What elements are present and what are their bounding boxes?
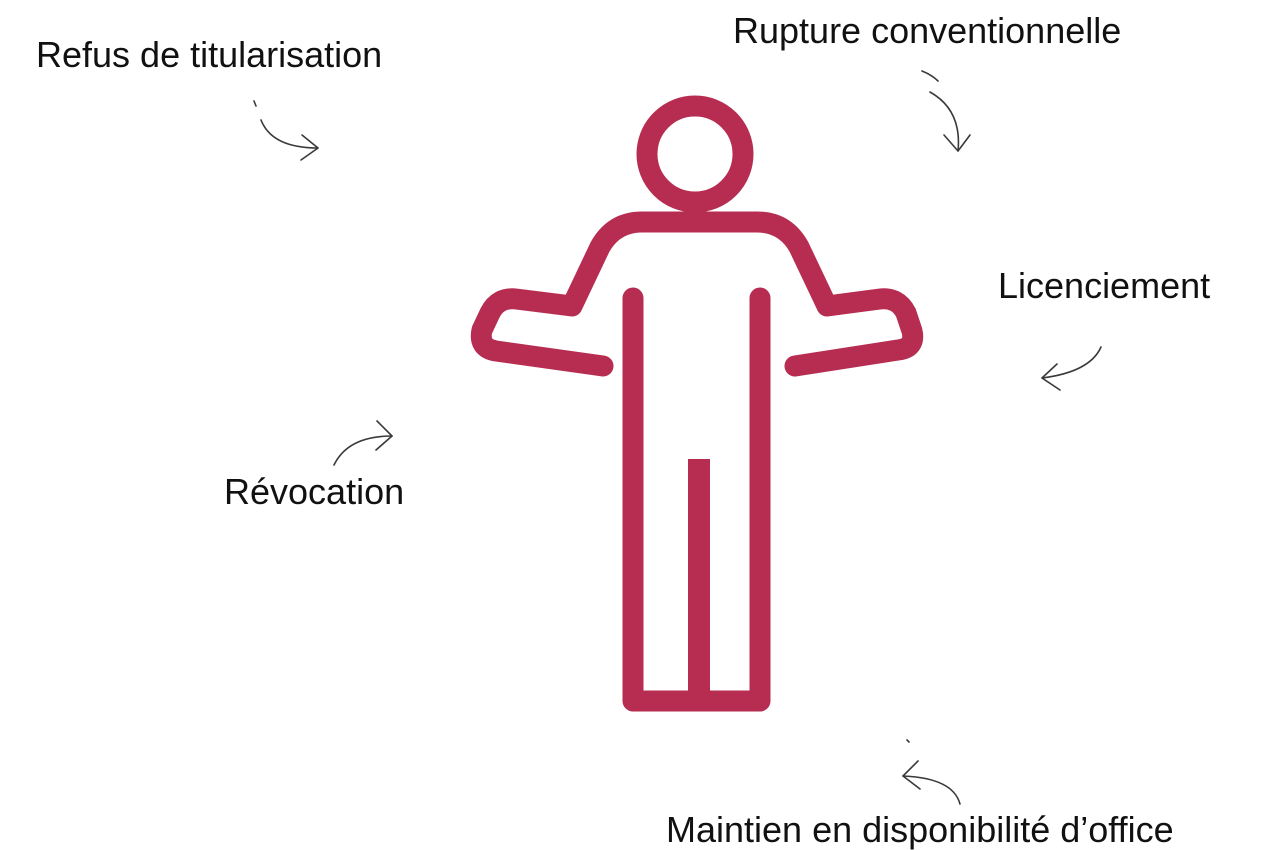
curved-arrow-icon <box>902 739 961 805</box>
person-head <box>636 95 754 213</box>
curved-arrow-icon <box>333 420 393 466</box>
curved-arrow-icon <box>921 70 971 152</box>
person-legs-divider <box>688 459 710 699</box>
label-licenciement: Licenciement <box>998 265 1211 306</box>
label-revocation: Révocation <box>224 471 405 512</box>
curved-arrow-icon <box>1041 346 1102 391</box>
label-refus-de-titularisation: Refus de titularisation <box>36 34 383 75</box>
label-rupture-conventionnelle: Rupture conventionnelle <box>733 10 1122 51</box>
person-body-outline <box>470 211 924 377</box>
label-maintien-en-disponibilite-d-office: Maintien en disponibilité d’office <box>666 809 1174 850</box>
curved-arrow-icon <box>253 100 319 161</box>
person-left-side <box>622 287 771 712</box>
person-shrugging-icon <box>470 95 924 712</box>
